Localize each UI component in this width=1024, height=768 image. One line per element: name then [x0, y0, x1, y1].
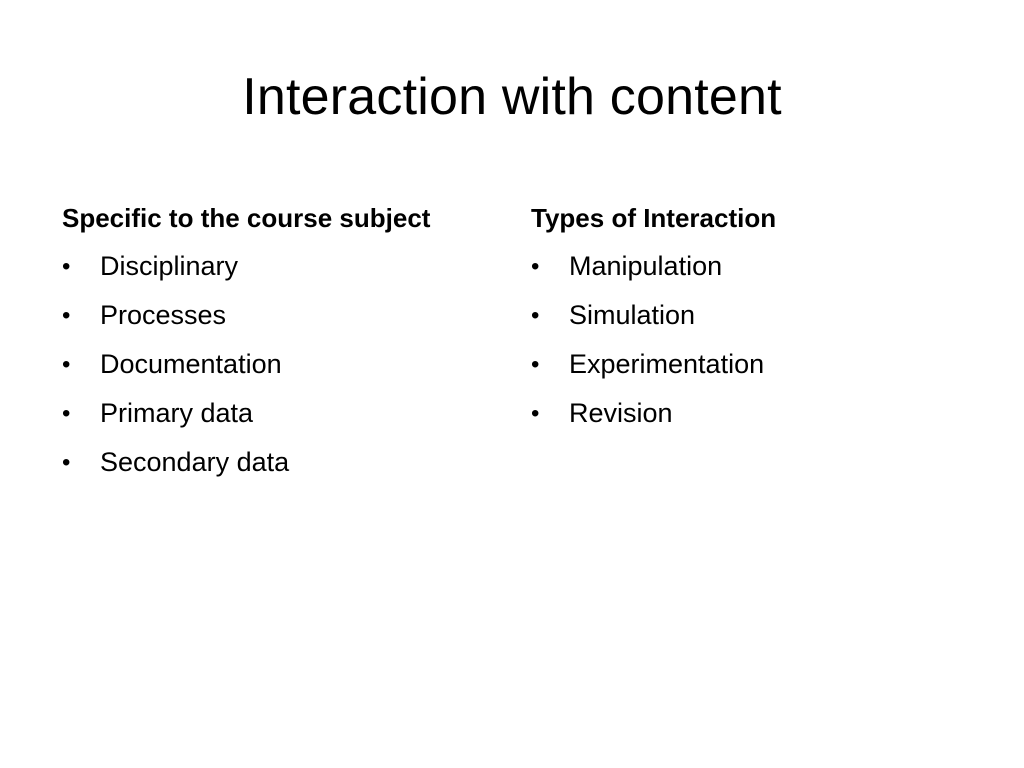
bullet-icon: • — [62, 351, 71, 378]
list-item-text: Primary data — [100, 398, 254, 428]
list-item-text: Manipulation — [569, 251, 723, 281]
slide-title: Interaction with content — [242, 68, 782, 126]
list-item: • Disciplinary — [62, 246, 502, 295]
left-column: Specific to the course subject • Discipl… — [62, 198, 502, 491]
bullet-icon: • — [531, 351, 540, 378]
left-bullet-list: • Disciplinary • Processes • Documentati… — [62, 246, 502, 491]
left-column-heading: Specific to the course subject — [62, 203, 431, 233]
list-item-text: Secondary data — [100, 447, 290, 477]
right-bullet-list: • Manipulation • Simulation • Experiment… — [531, 246, 971, 442]
bullet-icon: • — [531, 253, 540, 280]
list-item-text: Disciplinary — [100, 251, 239, 281]
right-column: Types of Interaction • Manipulation • Si… — [531, 198, 971, 442]
list-item-text: Revision — [569, 398, 673, 428]
bullet-icon: • — [531, 400, 540, 427]
list-item-text: Documentation — [100, 349, 282, 379]
list-item: • Documentation — [62, 344, 502, 393]
bullet-icon: • — [62, 302, 71, 329]
list-item: • Experimentation — [531, 344, 971, 393]
list-item-text: Experimentation — [569, 349, 765, 379]
bullet-icon: • — [531, 302, 540, 329]
list-item: • Primary data — [62, 393, 502, 442]
list-item-text: Processes — [100, 300, 227, 330]
bullet-icon: • — [62, 253, 71, 280]
bullet-icon: • — [62, 449, 71, 476]
list-item-text: Simulation — [569, 300, 696, 330]
list-item: • Processes — [62, 295, 502, 344]
list-item: • Revision — [531, 393, 971, 442]
bullet-icon: • — [62, 400, 71, 427]
list-item: • Simulation — [531, 295, 971, 344]
list-item: • Manipulation — [531, 246, 971, 295]
list-item: • Secondary data — [62, 442, 502, 491]
right-column-heading: Types of Interaction — [531, 203, 777, 233]
